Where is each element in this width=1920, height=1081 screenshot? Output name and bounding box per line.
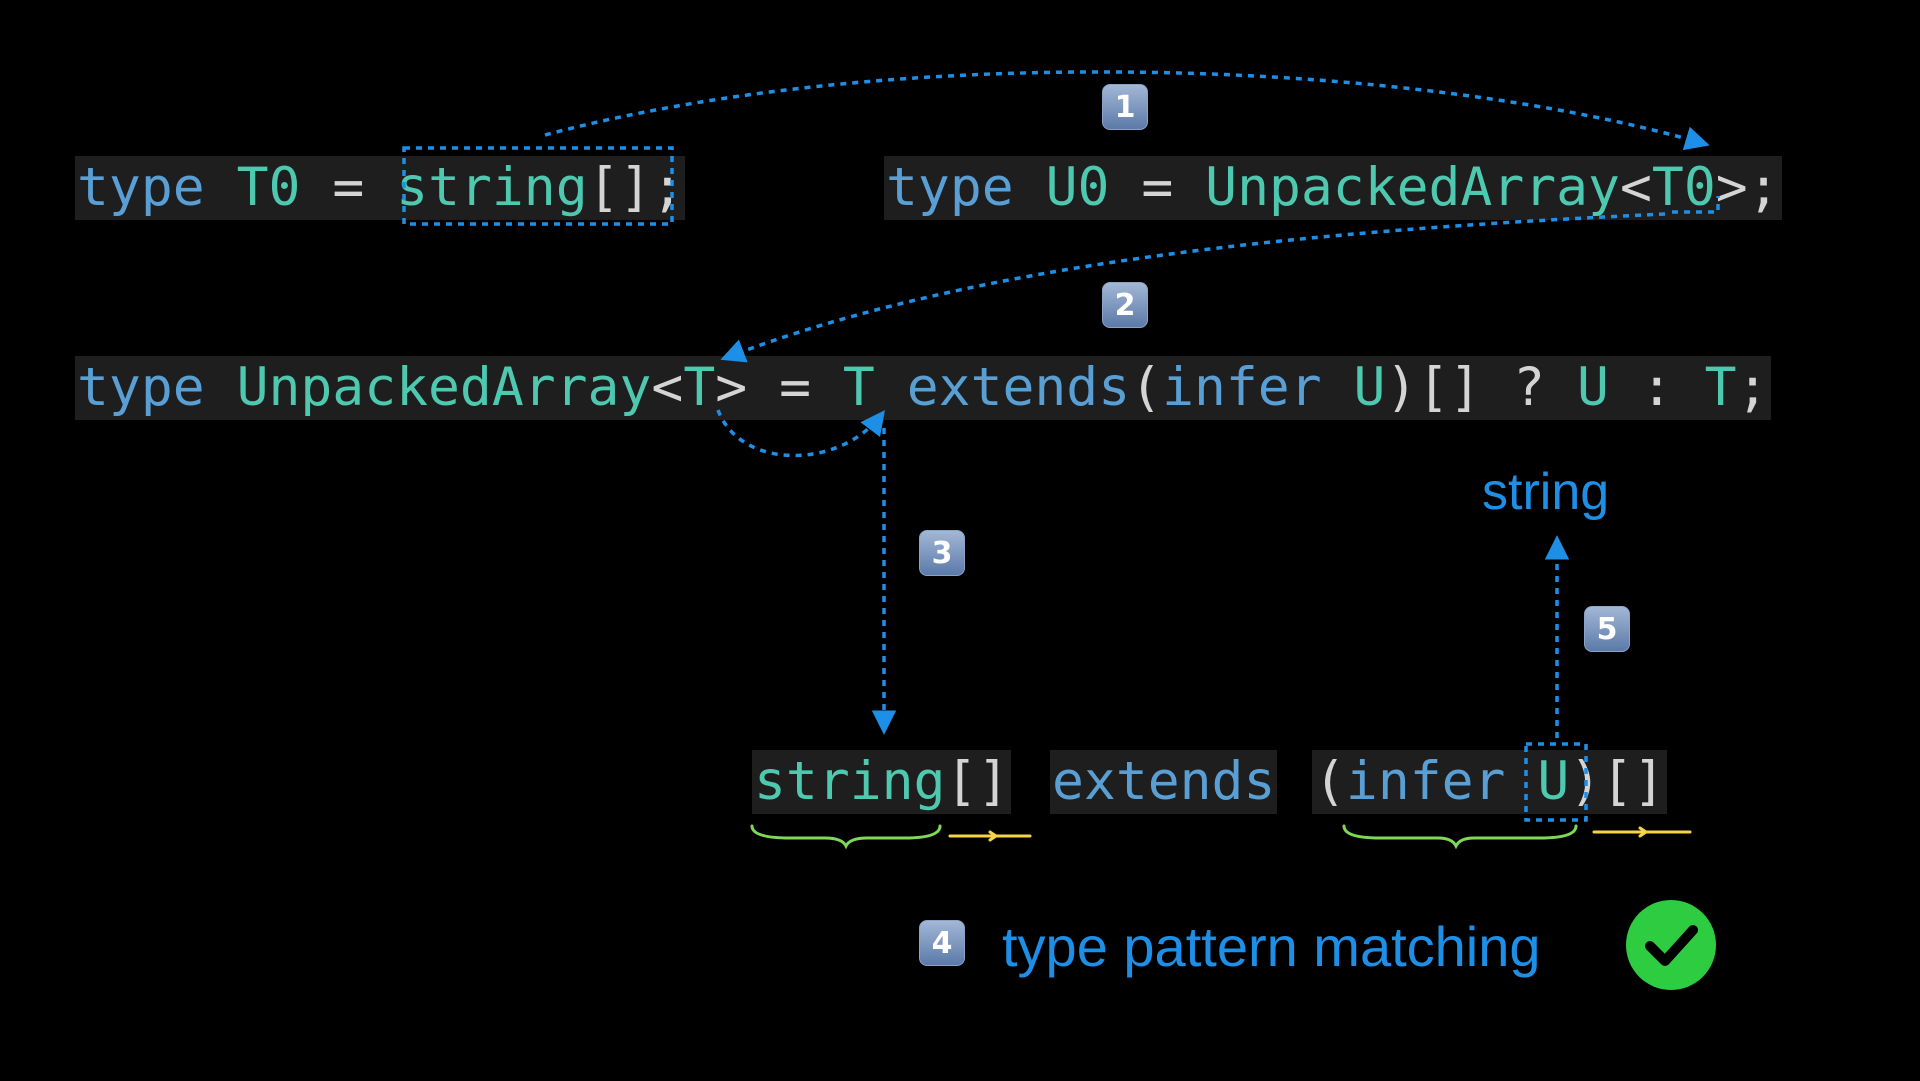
step-badge-4: 4 [919, 920, 965, 966]
generic-unpacked-array: UnpackedArray [1205, 157, 1620, 218]
true-branch-u: U [1576, 357, 1609, 418]
code-line-u0: type U0 = UnpackedArray<T0>; [884, 156, 1782, 220]
type-string: string [396, 157, 588, 218]
equals-sign: = [779, 357, 811, 418]
match-keyword-extends: extends [1052, 751, 1276, 812]
check-type-t: T [842, 357, 875, 418]
keyword-type: type [77, 357, 205, 418]
pattern-matching-label: type pattern matching [1002, 915, 1541, 978]
match-paren-open: ( [1314, 751, 1346, 812]
equals-sign: = [1141, 157, 1174, 218]
highlight-box-infer-u [1524, 742, 1588, 822]
brace-yellow-2 [1592, 826, 1692, 838]
type-name-t0: T0 [236, 157, 301, 218]
match-infer-u: U [1537, 751, 1570, 812]
highlight-underline-t0 [1672, 196, 1720, 214]
match-type-string: string [754, 751, 946, 812]
semicolon: ; [1736, 357, 1769, 418]
infer-var-u: U [1353, 357, 1386, 418]
keyword-type: type [77, 157, 205, 218]
arrow-2 [720, 212, 1666, 363]
code-line-t0: type T0 = string[]; [75, 156, 686, 220]
keyword-infer: infer [1162, 357, 1322, 418]
match-brackets-2: [] [1601, 751, 1666, 812]
step-badge-2: 2 [1102, 282, 1148, 328]
angle-close: > [715, 357, 748, 418]
step-badge-3: 3 [919, 530, 965, 576]
brace-green-2 [1342, 824, 1578, 850]
brace-green-1 [750, 824, 942, 850]
angle-open: < [651, 357, 684, 418]
check-circle-icon [1626, 900, 1716, 990]
highlight-box-string-array [402, 146, 674, 226]
paren-close: ) [1385, 357, 1418, 418]
match-string-array: string[] [752, 750, 1012, 814]
checkmark-icon [1645, 925, 1698, 966]
step-badge-5: 5 [1584, 606, 1630, 652]
question-mark: ? [1513, 357, 1546, 418]
result-label-string: string [1482, 463, 1610, 521]
angle-open: < [1619, 157, 1652, 218]
type-name-u0: U0 [1045, 157, 1110, 218]
array-brackets: [] [587, 157, 652, 218]
keyword-type: type [886, 157, 1014, 218]
arrow-param-to-check [716, 409, 885, 458]
false-branch-t: T [1704, 357, 1737, 418]
semicolon: ; [1747, 157, 1780, 218]
semicolon: ; [651, 157, 684, 218]
match-extends: extends [1050, 750, 1278, 814]
arrow-1 [544, 70, 1710, 151]
type-param-t: T [683, 357, 716, 418]
brace-yellow-1 [948, 830, 1032, 842]
match-infer-pattern: (infer U)[] [1312, 750, 1668, 814]
colon: : [1640, 357, 1673, 418]
paren-open: ( [1130, 357, 1163, 418]
code-line-definition: type UnpackedArray<T> = T extends(infer … [75, 356, 1771, 420]
match-brackets-1: [] [945, 751, 1010, 812]
generic-arg-t0: T0 [1651, 157, 1716, 218]
keyword-extends: extends [906, 357, 1131, 418]
type-name-unpacked-array: UnpackedArray [236, 357, 652, 418]
array-brackets: [] [1417, 357, 1482, 418]
angle-close: > [1715, 157, 1748, 218]
equals-sign: = [332, 157, 365, 218]
step-badge-1: 1 [1102, 84, 1148, 130]
match-keyword-infer: infer [1345, 751, 1506, 812]
